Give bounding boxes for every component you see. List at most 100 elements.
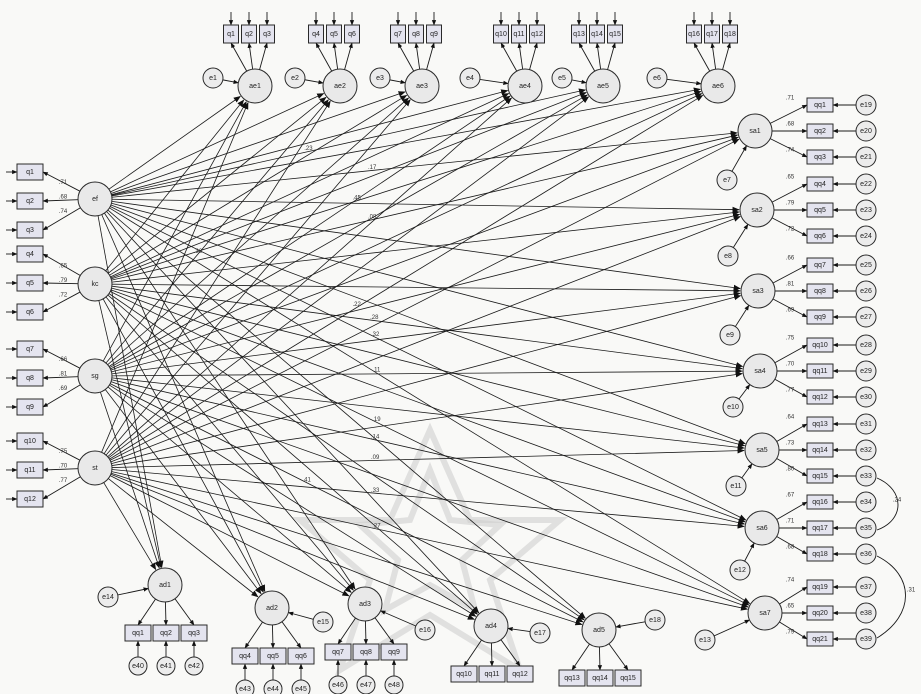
loading-arrow	[775, 345, 807, 363]
structural-error-label: e12	[734, 567, 746, 574]
latent-top-label: ae3	[416, 83, 428, 90]
loading-weight: .68	[786, 122, 795, 128]
path-weight: .19	[372, 417, 381, 423]
structural-error-label: e15	[317, 619, 329, 626]
indicator-box-label: qq16	[812, 499, 828, 506]
path-weight: .41	[303, 477, 312, 483]
loading-arrow	[777, 424, 807, 441]
indicator-box-label: qq9	[814, 314, 826, 321]
path-weight: .22	[352, 302, 361, 308]
loading-weight: .65	[786, 604, 795, 610]
latent-left-label: kc	[92, 281, 100, 288]
indicator-box-label: q3	[26, 227, 34, 234]
indicator-box-label: qq8	[814, 288, 826, 295]
indicator-box-label: qq7	[332, 649, 344, 656]
indicator-box-label: qq18	[812, 551, 828, 558]
loading-arrow	[316, 43, 332, 71]
loading-arrow	[597, 43, 601, 69]
structural-path	[111, 92, 405, 194]
loading-arrow	[260, 43, 267, 70]
indicator-box-label: q16	[688, 31, 700, 38]
structural-path	[112, 135, 738, 280]
structural-paths: .23.17.32.11.45.08.28.19.36.14.41.22.09.…	[98, 89, 750, 624]
structural-error-label: e14	[102, 594, 114, 601]
loading-arrow	[365, 621, 366, 644]
loading-arrow	[777, 502, 807, 519]
indicator-error-label: e29	[860, 368, 872, 375]
structural-path	[110, 476, 349, 596]
indicator-error-label: e35	[860, 525, 872, 532]
error-arrow	[390, 80, 405, 83]
indicator-box-label: q9	[26, 404, 34, 411]
indicator-box-label: q11	[513, 31, 524, 38]
indicator-box-label: q15	[609, 31, 621, 38]
indicator-error-label: e46	[332, 682, 344, 689]
loading-arrow	[608, 43, 615, 70]
latent-right-label: sa6	[756, 525, 767, 532]
indicator-box-label: qq11	[812, 368, 827, 375]
loading-arrow	[501, 43, 517, 71]
path-weight: .27	[372, 523, 381, 529]
structural-error-label: e6	[653, 75, 661, 82]
loading-arrow	[519, 43, 523, 69]
error-arrow	[742, 464, 752, 478]
error-arrow	[745, 543, 754, 561]
indicator-box-label: qq13	[812, 421, 828, 428]
structural-error-label: e16	[419, 627, 431, 634]
error-arrow	[381, 611, 416, 626]
error-arrow	[480, 79, 508, 83]
structural-error-label: e11	[730, 483, 741, 490]
loading-arrow	[599, 647, 600, 670]
indicator-error-label: e45	[295, 686, 307, 693]
indicator-box-label: q12	[531, 31, 543, 38]
loading-weight: .79	[59, 278, 68, 284]
loading-arrow	[272, 625, 273, 648]
structural-error-label: e1	[209, 75, 217, 82]
loading-weight: .66	[786, 256, 795, 262]
path-weight: .33	[371, 488, 380, 494]
latent-right-label: sa5	[756, 447, 767, 454]
structural-error-label: e9	[726, 332, 734, 339]
indicator-error-label: e31	[860, 421, 872, 428]
latent-right-label: sa7	[759, 610, 770, 617]
indicator-error-label: e44	[267, 686, 279, 693]
path-weight: .28	[370, 315, 379, 321]
path-weight: .11	[372, 367, 381, 373]
loading-arrow	[779, 587, 807, 604]
loading-weight: .66	[59, 357, 68, 363]
structural-path	[112, 371, 742, 376]
indicator-error-label: e43	[239, 686, 251, 693]
indicator-box-label: q18	[724, 31, 736, 38]
indicator-box-label: qq8	[360, 649, 372, 656]
indicator-box-label: qq12	[812, 394, 828, 401]
loading-weight: .71	[59, 180, 68, 186]
structural-error-label: e10	[727, 404, 739, 411]
loading-arrow	[138, 599, 155, 625]
indicator-box-label: qq10	[812, 342, 828, 349]
loading-weight: .67	[786, 493, 795, 499]
indicator-box-label: q4	[312, 31, 320, 38]
indicator-error-label: e39	[860, 636, 872, 643]
indicator-error-label: e38	[860, 610, 872, 617]
error-arrow	[735, 305, 749, 326]
covariance-weight: .31	[907, 588, 916, 594]
indicator-box-label: qq7	[814, 262, 826, 269]
indicator-error-label: e24	[860, 233, 872, 240]
structural-path	[99, 301, 161, 568]
indicator-box-label: q2	[245, 31, 253, 38]
path-weight: .17	[368, 165, 377, 171]
indicator-box-label: qq13	[564, 675, 580, 682]
indicator-box-label: qq1	[814, 102, 826, 109]
structural-path	[108, 97, 326, 273]
loading-weight: .81	[786, 282, 795, 288]
indicator-box-label: qq14	[812, 447, 828, 454]
latent-bottom-label: ad1	[159, 582, 171, 589]
structural-path	[112, 90, 586, 195]
indicator-box-label: qq14	[592, 675, 608, 682]
loading-arrow	[530, 43, 537, 70]
structural-error-label: e5	[558, 75, 566, 82]
covariance-curve	[877, 556, 906, 638]
indicator-box-label: qq17	[812, 525, 828, 532]
indicator-box-label: q8	[26, 375, 34, 382]
latent-bottom-label: ad4	[485, 623, 497, 630]
